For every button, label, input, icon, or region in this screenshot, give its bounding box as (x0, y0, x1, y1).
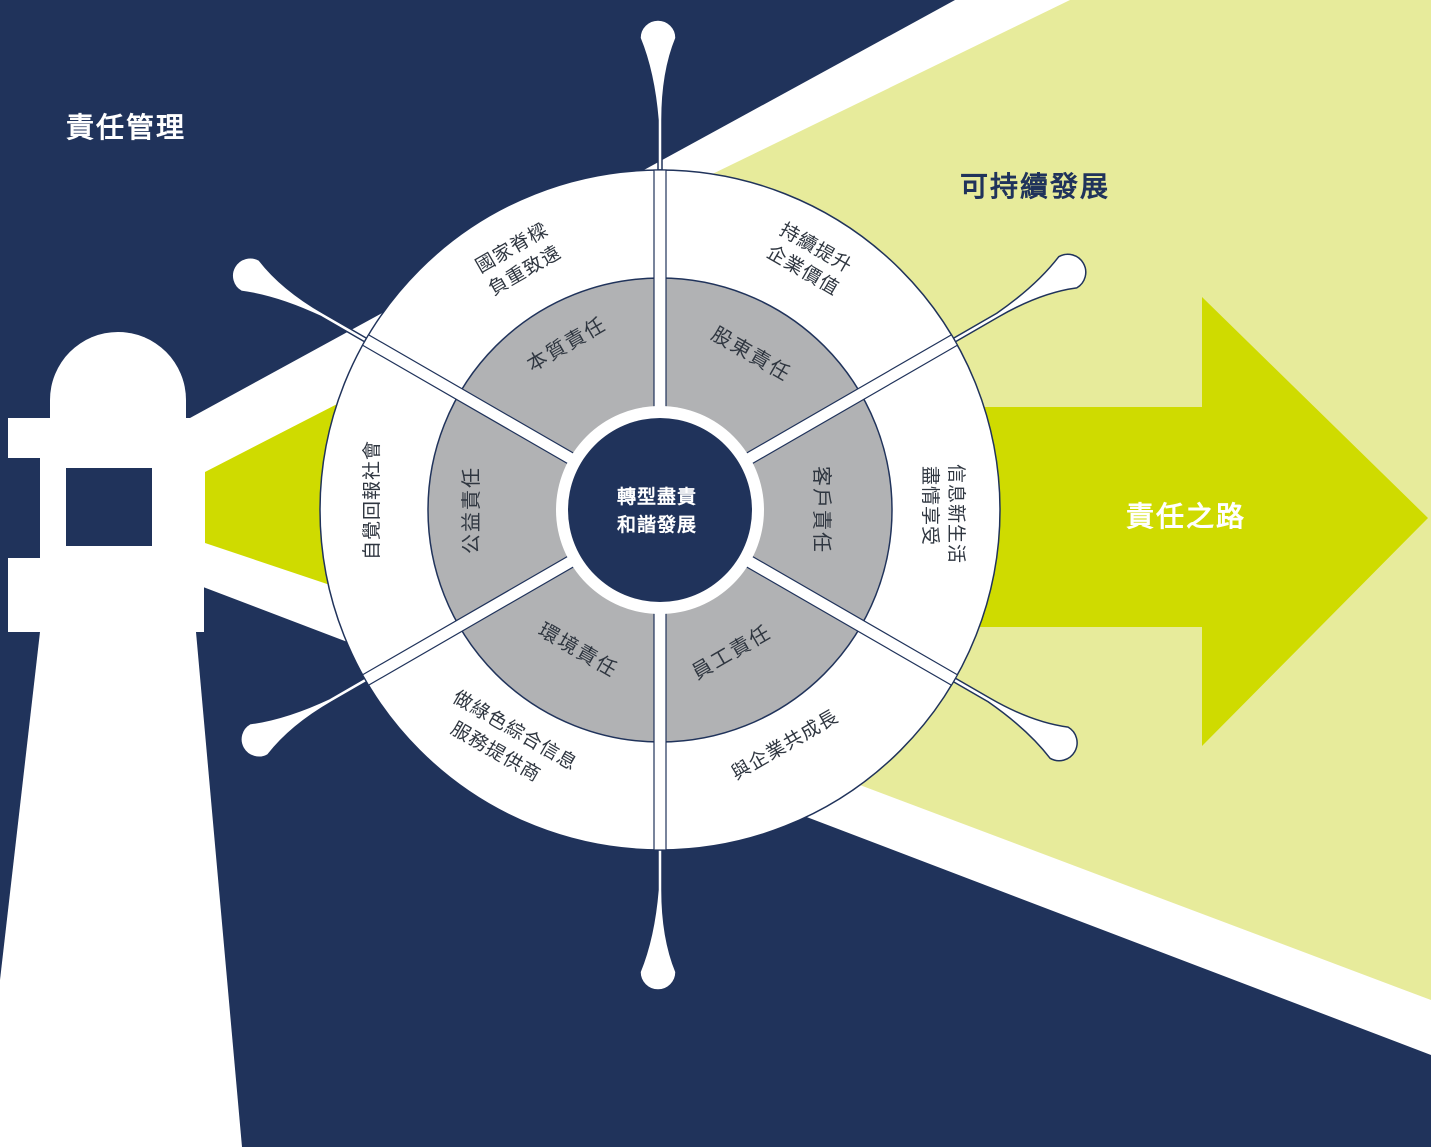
inner-label-public-welfare: 公益責任 (459, 466, 483, 554)
title-road: 責任之路 (1126, 500, 1246, 533)
outer-label-new-life-1: 盡情享受 (919, 466, 941, 546)
inner-label-customer: 客戶責任 (810, 466, 834, 554)
hub (568, 418, 752, 602)
title-sustainable: 可持續發展 (960, 170, 1110, 203)
lighthouse-light-wedge (205, 400, 345, 590)
lighthouse (0, 332, 242, 1147)
outer-label-new-life-2: 信息新生活 (945, 464, 967, 564)
hub-label-line2: 和諧發展 (617, 513, 697, 536)
lighthouse-window (66, 468, 152, 546)
spoke-bottom (639, 839, 677, 991)
title-management: 責任管理 (66, 111, 186, 144)
road-arrow (960, 297, 1428, 746)
spoke-top (639, 19, 677, 171)
hub-label-line1: 轉型盡責 (617, 485, 697, 508)
outer-label-give-back: 自覺回報社會 (361, 440, 383, 560)
helm-spokes (231, 19, 1087, 991)
